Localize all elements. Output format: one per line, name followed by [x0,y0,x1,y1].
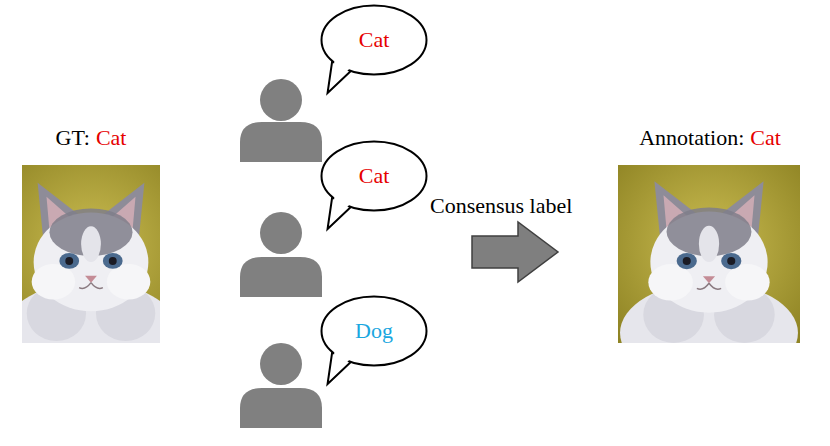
image-caption: Annotation:Cat [639,125,781,150]
speech-bubble: Cat [320,4,428,94]
block-arrow [472,222,558,282]
cat-photo [618,163,800,383]
cat-photo [2,165,180,381]
bubble-label: Dog [355,318,393,343]
arrow-label: Consensus label [430,193,572,218]
caption-text: Cat [96,125,127,150]
speech-bubble: Cat [320,140,428,230]
annotator-icon [240,212,322,297]
bubble-label: Cat [359,27,390,52]
annotator-icon [240,79,322,162]
speech-bubble: Dog [320,295,428,385]
caption-text: Annotation: [639,125,744,150]
annotator-icon [240,343,322,428]
caption-text: GT: [56,125,90,150]
bubble-label: Cat [359,163,390,188]
image-caption: GT:Cat [56,125,127,150]
caption-text: Cat [750,125,781,150]
